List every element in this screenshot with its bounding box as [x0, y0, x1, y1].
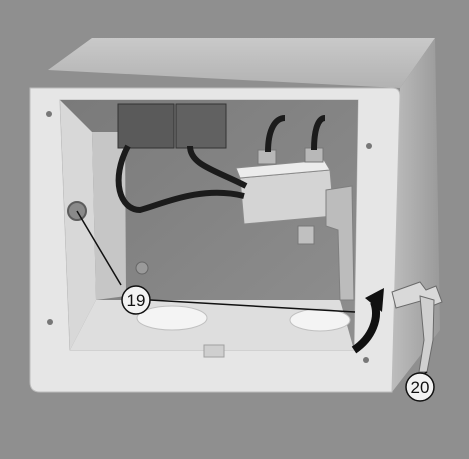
valve-body-top	[235, 159, 331, 179]
frame-screw-bottom-right	[363, 357, 369, 363]
frame-screw-top-left	[46, 111, 52, 117]
cable-top-right	[311, 115, 326, 151]
connector-block-left	[117, 103, 175, 149]
connector-block-right	[175, 103, 227, 149]
fitting-left	[257, 149, 277, 165]
frame-screw-top-right	[366, 143, 372, 149]
callout-20-label: 20	[411, 378, 430, 397]
floor-knob	[203, 344, 225, 358]
rotation-arrow-head	[365, 288, 384, 312]
cable-middle	[187, 145, 248, 189]
interior-left-wall	[60, 100, 96, 350]
leader-line-19b	[149, 299, 356, 313]
floor-cutout-left	[136, 305, 208, 331]
floor-cutout-right	[289, 308, 351, 332]
valve-body	[239, 169, 335, 225]
callout-19: 19	[121, 285, 151, 315]
right-bracket	[325, 185, 355, 301]
housing-top-face	[48, 38, 435, 88]
leader-line-19a	[76, 210, 122, 286]
callout-20: 20	[405, 372, 435, 402]
valve-stem	[297, 225, 315, 245]
cable-top-left	[265, 115, 286, 153]
frame-screw-bottom-left	[47, 319, 53, 325]
callout-19-label: 19	[127, 291, 146, 310]
fitting-right	[304, 147, 324, 163]
screw-small	[135, 261, 149, 275]
cable-left	[115, 144, 245, 214]
